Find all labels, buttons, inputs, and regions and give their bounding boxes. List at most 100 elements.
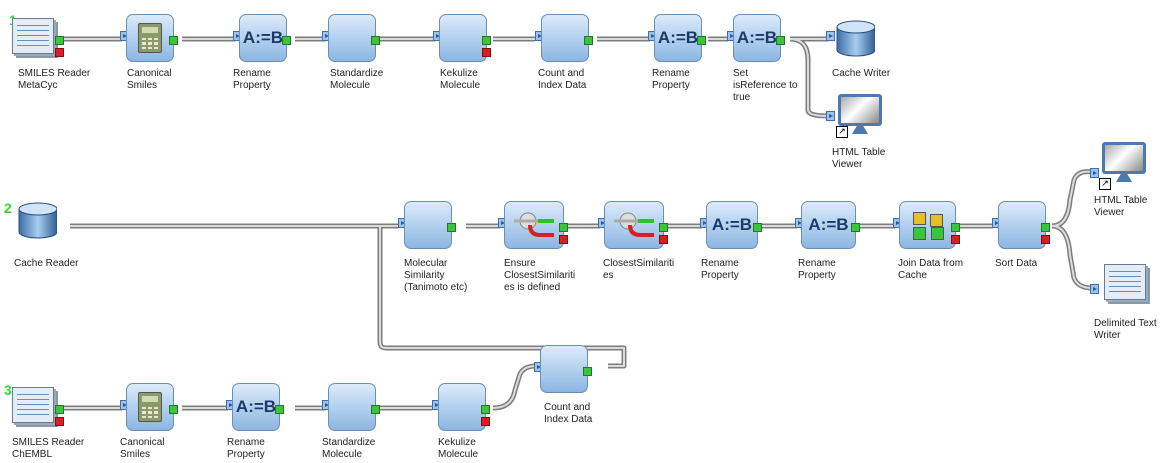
canonical-smiles-node[interactable] [120, 383, 178, 435]
rename-property-node[interactable]: A:=B [700, 201, 762, 253]
output-port[interactable] [371, 405, 380, 414]
output-port[interactable] [559, 223, 568, 232]
database-icon [18, 202, 57, 239]
node-label: SMILES Reader ChEMBL [12, 437, 85, 460]
output-port[interactable] [584, 36, 593, 45]
node-label: Canonical Smiles [120, 437, 165, 460]
document-icon [12, 387, 54, 423]
molecular-similarity-node[interactable] [398, 201, 456, 253]
sort-data-node[interactable] [992, 201, 1050, 253]
smiles-reader-metacyc-node[interactable] [8, 14, 66, 66]
kekulize-molecule-node[interactable] [432, 383, 490, 435]
calculator-icon [126, 383, 174, 431]
canonical-smiles-node[interactable] [120, 14, 178, 66]
node-label: Count and Index Data [544, 402, 593, 425]
output-port[interactable] [951, 223, 960, 232]
fail-port[interactable] [1041, 235, 1050, 244]
count-index-data-node[interactable] [534, 345, 592, 397]
node-label: Kekulize Molecule [438, 437, 479, 460]
monitor-icon [836, 92, 884, 142]
node-label: Count and Index Data [538, 68, 587, 91]
output-port[interactable] [275, 405, 284, 414]
fail-port[interactable] [55, 417, 64, 426]
node-label: Rename Property [652, 68, 690, 91]
fail-port[interactable] [559, 235, 568, 244]
node-label: HTML Table Viewer [1094, 195, 1148, 218]
node-label: SMILES Reader MetaCyc [18, 68, 91, 91]
shortcut-icon: ↗ [1099, 178, 1111, 190]
output-port[interactable] [169, 405, 178, 414]
output-port[interactable] [697, 36, 706, 45]
output-port[interactable] [55, 405, 64, 414]
output-port[interactable] [55, 36, 64, 45]
assign-icon: A:=B [808, 215, 849, 234]
output-port[interactable] [481, 405, 490, 414]
delimited-text-writer-node[interactable] [1090, 262, 1160, 314]
count-index-data-node[interactable] [535, 14, 593, 66]
node-label: Rename Property [233, 68, 271, 91]
fail-port[interactable] [55, 48, 64, 57]
output-port[interactable] [169, 36, 178, 45]
calculator-icon [126, 14, 174, 62]
node-label: Molecular Similarity (Tanimoto etc) [404, 258, 468, 293]
output-port[interactable] [753, 223, 762, 232]
assign-icon: A:=B [711, 215, 753, 234]
input-port[interactable] [826, 31, 835, 41]
fail-port[interactable] [481, 417, 490, 426]
row-number-3: 3 [4, 382, 12, 398]
node-label: Standardize Molecule [322, 437, 376, 460]
fail-port[interactable] [951, 235, 960, 244]
node-label: Cache Reader [14, 258, 79, 269]
standardize-molecule-node[interactable] [322, 383, 380, 435]
node-label: Rename Property [798, 258, 836, 281]
html-table-viewer-node[interactable]: ↗ [826, 92, 884, 144]
node-label: Set isReference to true [733, 68, 798, 103]
monitor-icon [1100, 140, 1148, 190]
rename-property-node[interactable]: A:=B [648, 14, 706, 66]
output-port[interactable] [371, 36, 380, 45]
filter-icon [504, 201, 564, 249]
rename-property-node[interactable]: A:=B [795, 201, 860, 253]
output-port[interactable] [776, 36, 785, 45]
assign-icon: A:=B [657, 28, 699, 47]
node-label: ClosestSimilariti es [603, 258, 675, 281]
output-port[interactable] [851, 223, 860, 232]
ensure-closest-similarities-node[interactable] [498, 201, 568, 253]
output-port[interactable] [482, 36, 491, 45]
smiles-reader-chembl-node[interactable] [8, 383, 66, 435]
document-icon [1104, 264, 1146, 300]
rename-property-node[interactable]: A:=B [233, 14, 291, 66]
node-label: Ensure ClosestSimilariti es is defined [504, 258, 576, 293]
node-label: HTML Table Viewer [832, 147, 886, 170]
cache-reader-node[interactable] [8, 196, 66, 248]
node-label: Sort Data [995, 258, 1038, 269]
input-port[interactable] [1090, 284, 1099, 294]
output-port[interactable] [1041, 223, 1050, 232]
standardize-molecule-node[interactable] [322, 14, 380, 66]
cache-writer-node[interactable] [826, 14, 884, 66]
document-icon [12, 18, 54, 54]
fail-port[interactable] [659, 235, 668, 244]
node-label: Kekulize Molecule [440, 68, 481, 91]
join-data-from-cache-node[interactable] [893, 201, 960, 253]
set-isreference-node[interactable]: A:=B [727, 14, 785, 66]
html-table-viewer-node[interactable]: ↗ [1090, 140, 1160, 192]
input-port[interactable] [826, 111, 835, 121]
row-number-2: 2 [4, 200, 12, 216]
assign-icon: A:=B [736, 28, 778, 47]
assign-icon: A:=B [235, 397, 277, 416]
output-port[interactable] [282, 36, 291, 45]
node-label: Delimited Text Writer [1094, 318, 1157, 341]
output-port[interactable] [583, 367, 592, 376]
output-port[interactable] [447, 223, 456, 232]
node-label: Canonical Smiles [127, 68, 172, 91]
node-label: Rename Property [227, 437, 265, 460]
closest-similarities-node[interactable] [598, 201, 668, 253]
input-port[interactable] [1090, 168, 1099, 178]
fail-port[interactable] [482, 48, 491, 57]
rename-property-node[interactable]: A:=B [226, 383, 284, 435]
kekulize-molecule-node[interactable] [433, 14, 491, 66]
output-port[interactable] [659, 223, 668, 232]
join-icon [899, 201, 956, 249]
